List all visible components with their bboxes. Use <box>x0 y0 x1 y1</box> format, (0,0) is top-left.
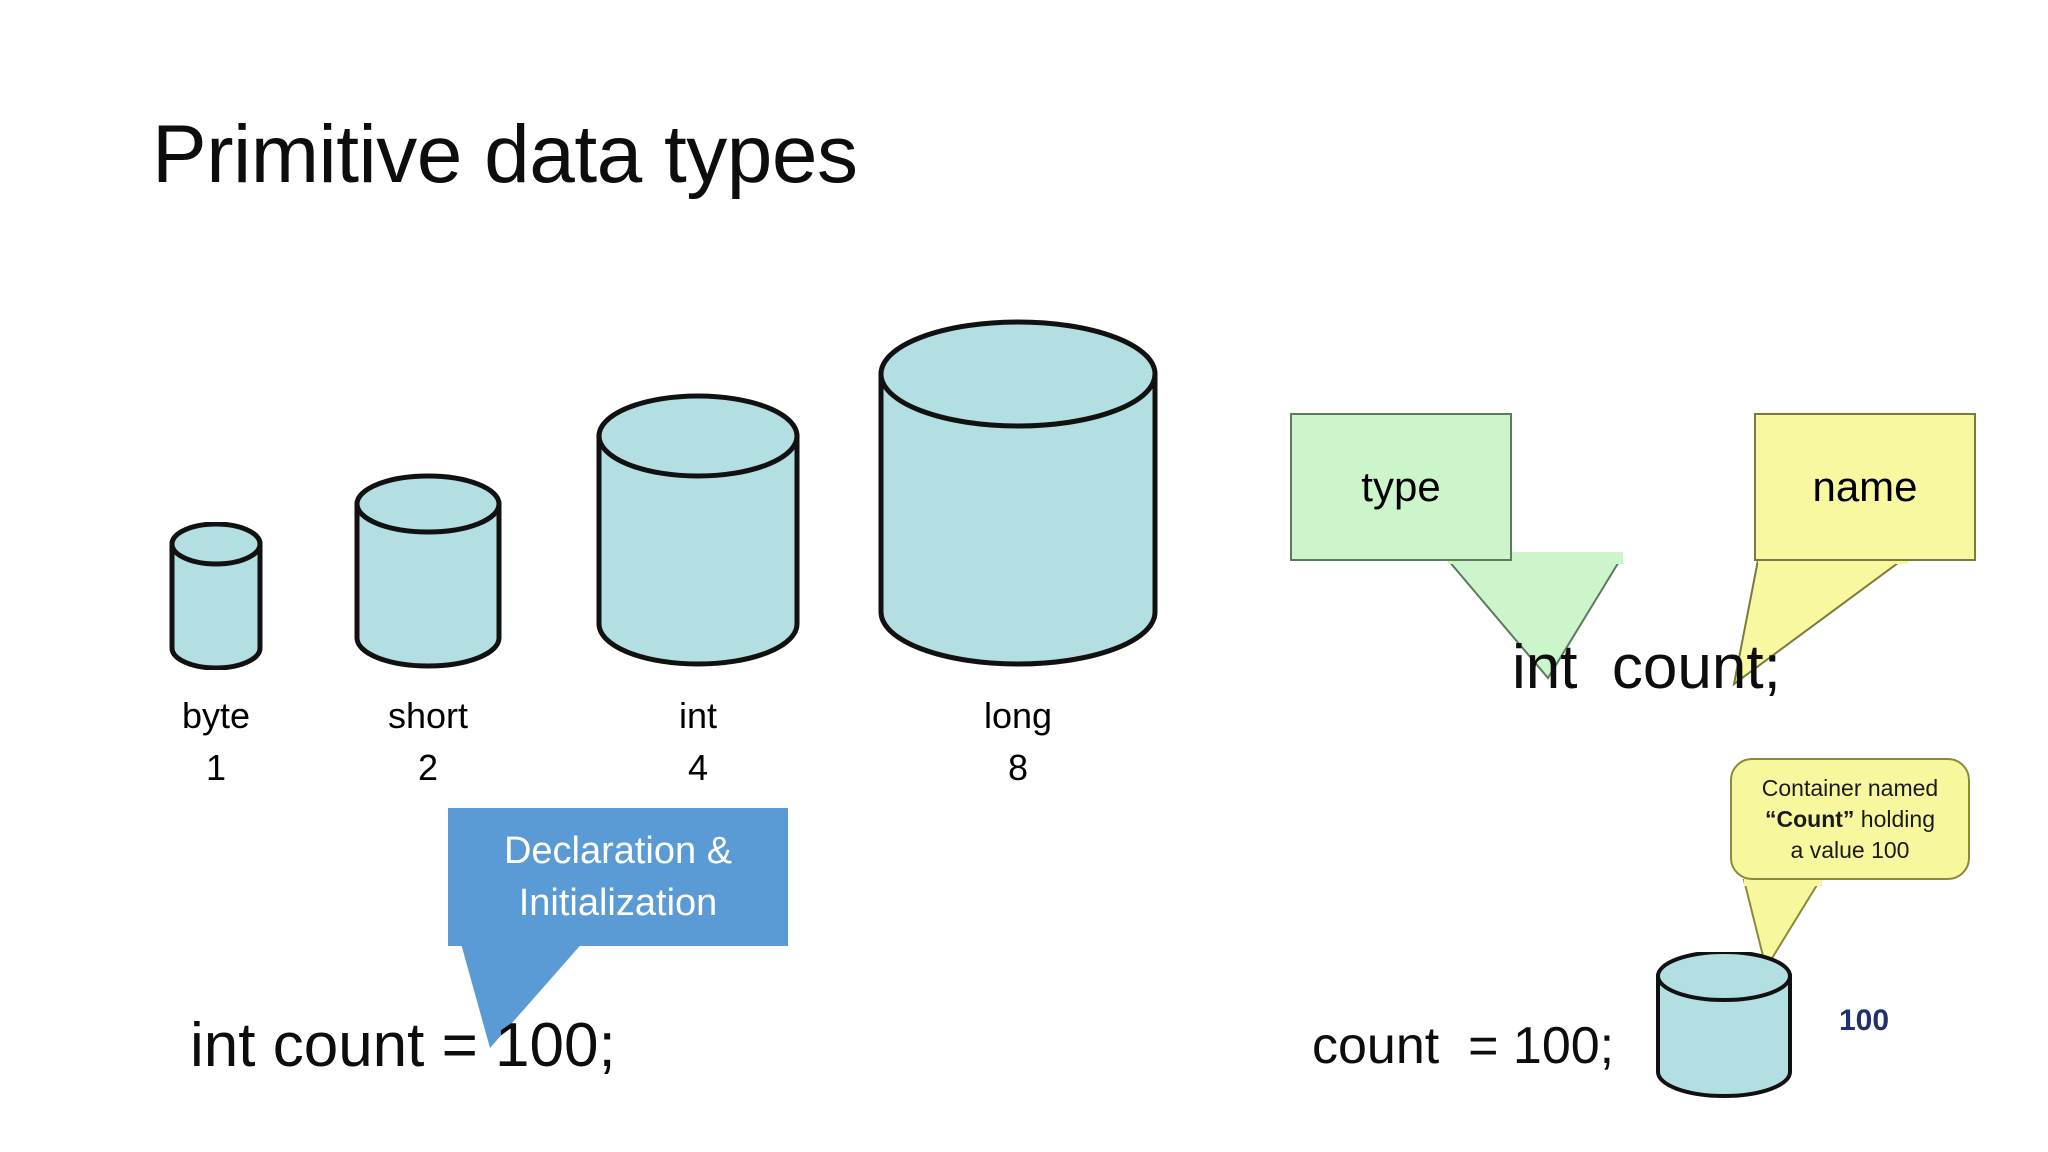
type-name-int: int <box>678 695 718 736</box>
type-callout-label: type <box>1361 463 1441 510</box>
type-size-byte: 1 <box>205 747 227 788</box>
cylinder-label-short: short 2 <box>328 690 528 794</box>
type-size-long: 8 <box>1007 747 1029 788</box>
cylinder-long <box>876 318 1160 670</box>
type-name-byte: byte <box>181 695 251 736</box>
cylinder-byte <box>168 522 264 670</box>
type-name-long: long <box>983 695 1053 736</box>
declaration-callout[interactable]: Declaration & Initialization <box>448 808 788 946</box>
value-cylinder-value: 100 <box>1838 1004 1890 1037</box>
cylinder-short-shape <box>354 473 502 669</box>
container-bubble-line2: “Count” holding <box>1765 804 1935 835</box>
container-bubble-line1: Container named <box>1761 774 1939 801</box>
container-bubble-line3: a value 100 <box>1790 836 1910 863</box>
declaration-callout-line1: Declaration & <box>503 830 733 872</box>
cylinder-label-byte: byte 1 <box>116 690 316 794</box>
type-size-short: 2 <box>417 747 439 788</box>
page-title: Primitive data types <box>152 109 858 200</box>
type-size-int: 4 <box>687 747 709 788</box>
type-name-short: short <box>387 695 469 736</box>
cylinder-short <box>352 472 504 670</box>
value-cylinder-shape <box>1656 950 1792 1098</box>
container-bubble-tail <box>1742 876 1822 971</box>
cylinder-label-long: long 8 <box>918 690 1118 794</box>
container-bubble[interactable]: Container named “Count” holding a value … <box>1730 758 1970 880</box>
cylinder-long-shape <box>878 319 1158 667</box>
type-callout[interactable]: type <box>1290 413 1512 561</box>
name-callout[interactable]: name <box>1754 413 1976 561</box>
container-bubble-line2-rest: holding <box>1854 805 1935 832</box>
declaration-callout-line2: Initialization <box>518 882 718 924</box>
declaration-callout-tail <box>460 940 585 1048</box>
cylinder-int <box>594 392 802 670</box>
container-bubble-quoted-name: “Count” <box>1765 805 1855 832</box>
code-declaration-init: int count = 100; <box>190 1011 616 1080</box>
cylinder-label-int: int 4 <box>598 690 798 794</box>
code-declaration-only: int count; <box>1512 633 1781 702</box>
cylinder-byte-shape <box>169 522 263 670</box>
value-cylinder: 100 <box>1654 950 1889 1105</box>
code-assignment: count = 100; <box>1312 1017 1615 1075</box>
cylinder-int-shape <box>596 393 800 667</box>
name-callout-label: name <box>1812 463 1918 510</box>
